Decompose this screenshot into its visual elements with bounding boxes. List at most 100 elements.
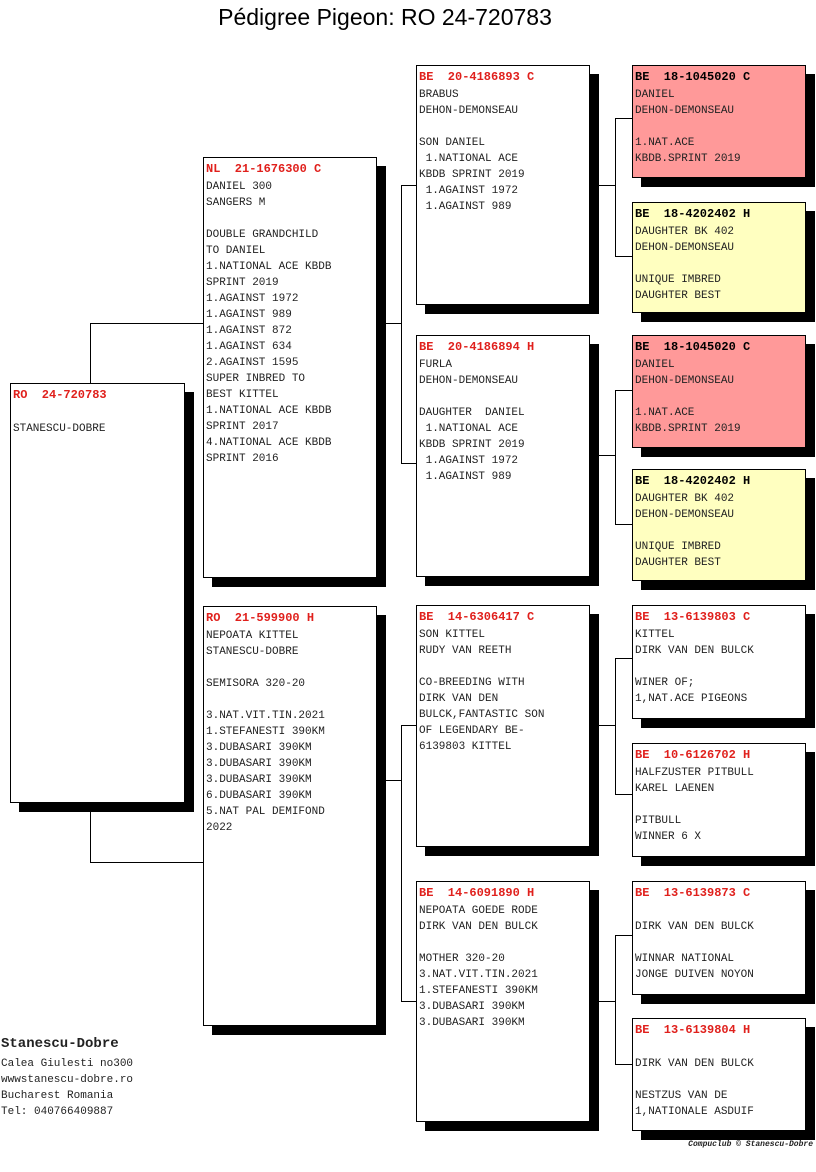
pigeon-info-line: MOTHER 320-20 <box>419 953 505 965</box>
connector-line <box>90 802 91 863</box>
pigeon-info-line: NESTZUS VAN DE <box>635 1090 728 1102</box>
pigeon-info-line <box>419 659 587 675</box>
pigeon-info-line: SPRINT 2019 <box>206 277 279 289</box>
pigeon-info-line: SON KITTEL <box>419 629 486 641</box>
connector-line <box>615 658 632 659</box>
pigeon-info-line: 1.AGAINST 872 <box>206 325 292 337</box>
connector-line <box>589 185 615 186</box>
pigeon-info-line: WINER OF; <box>635 677 695 689</box>
pigeon-info-line: DEHON-DEMONSEAU <box>419 105 519 117</box>
ring-number: BE 18-1045020 C <box>635 70 751 84</box>
pigeon-info-line: 1,NATIONALE ASDUIF <box>635 1106 754 1118</box>
pigeon-info-line: DAUGHTER BEST <box>635 290 721 302</box>
pigeon-info-line: UNIQUE IMBRED <box>635 541 721 553</box>
breeder-city: Bucharest Romania <box>1 1090 114 1102</box>
connector-line <box>401 725 402 1002</box>
pigeon-info-line: RUDY VAN REETH <box>419 645 512 657</box>
pigeon-info-line: WINNAR NATIONAL <box>635 953 735 965</box>
pigeon-info-line: BRABUS <box>419 89 459 101</box>
connector-line <box>401 725 416 726</box>
connector-line <box>90 862 203 863</box>
pigeon-info-line: SUPER INBRED TO <box>206 373 306 385</box>
pigeon-info-line: DANIEL <box>635 359 675 371</box>
pigeon-info-line: 1,NAT.ACE PIGEONS <box>635 693 748 705</box>
pigeon-info-line: 5.NAT PAL DEMIFOND <box>206 806 325 818</box>
pigeon-info-line: NEPOATA GOEDE RODE <box>419 905 538 917</box>
pigeon-info-line <box>206 660 374 676</box>
pigeon-info-line: 1.NAT.ACE <box>635 407 695 419</box>
pigeon-info-line <box>635 1072 803 1088</box>
ring-number: RO 24-720783 <box>13 388 107 402</box>
pigeon-info-line <box>635 119 803 135</box>
pigeon-info-line: DIRK VAN DEN BULCK <box>635 1058 754 1070</box>
ring-number: BE 13-6139873 C <box>635 886 751 900</box>
connector-line <box>401 463 416 464</box>
pigeon-info-line: KBDB SPRINT 2019 <box>419 169 525 181</box>
pigeon-info-line: KBDB.SPRINT 2019 <box>635 153 741 165</box>
connector-line <box>615 658 616 795</box>
pigeon-info-line: HALFZUSTER PITBULL <box>635 767 754 779</box>
pigeon-info-line: TO DANIEL <box>206 245 266 257</box>
connector-line <box>376 780 401 781</box>
pigeon-info-line: 1.STEFANESTI 390KM <box>419 985 538 997</box>
pigeon-info-line: 2.AGAINST 1595 <box>206 357 299 369</box>
connector-line <box>376 323 401 324</box>
pigeon-info-line: PITBULL <box>635 815 682 827</box>
pigeon-info-line <box>635 903 803 919</box>
breeder-address: Calea Giulesti no300 <box>1 1058 134 1070</box>
pigeon-info-line: 1.AGAINST 989 <box>419 201 512 213</box>
pigeon-info-line: 1.AGAINST 1972 <box>206 293 299 305</box>
pigeon-info-line: 1.AGAINST 634 <box>206 341 292 353</box>
connector-line <box>401 1001 416 1002</box>
pigeon-info-line: KBDB SPRINT 2019 <box>419 439 525 451</box>
pigeon-info-line: DAUGHTER DANIEL <box>419 407 525 419</box>
pigeon-info-line: DEHON-DEMONSEAU <box>635 105 735 117</box>
pigeon-info-line <box>206 692 374 708</box>
pigeon-info-line: DANIEL <box>635 89 675 101</box>
ring-number: BE 18-1045020 C <box>635 340 751 354</box>
pigeon-info-line: JONGE DUIVEN NOYON <box>635 969 754 981</box>
pigeon-info-line: 3.DUBASARI 390KM <box>206 774 312 786</box>
pigeon-info-line: 1.NATIONAL ACE <box>419 153 519 165</box>
connector-line <box>589 725 615 726</box>
pigeon-info-line: NEPOATA KITTEL <box>206 630 299 642</box>
pigeon-info-line: BEST KITTEL <box>206 389 279 401</box>
connector-line <box>589 455 615 456</box>
pigeon-info-line: 1.NATIONAL ACE KBDB <box>206 261 332 273</box>
pigeon-info-line: SANGERS M <box>206 197 266 209</box>
ring-number: BE 20-4186894 H <box>419 340 535 354</box>
pigeon-info-line <box>419 389 587 405</box>
pigeon-info-line: DEHON-DEMONSEAU <box>635 242 735 254</box>
pigeon-info-line <box>13 405 182 421</box>
connector-line <box>401 185 416 186</box>
pigeon-info-line: OF LEGENDARY BE- <box>419 725 525 737</box>
pigeon-info-line: CO-BREEDING WITH <box>419 677 525 689</box>
pigeon-info-line: 1.STEFANESTI 390KM <box>206 726 325 738</box>
page-title: Pédigree Pigeon: RO 24-720783 <box>218 4 552 30</box>
pigeon-info-line <box>635 935 803 951</box>
pigeon-info-line <box>206 211 374 227</box>
pigeon-info-line: STANESCU-DOBRE <box>206 646 299 658</box>
pigeon-info-line: 3.NAT.VIT.TIN.2021 <box>419 969 538 981</box>
pigeon-info-line: 3.DUBASARI 390KM <box>419 1017 525 1029</box>
pigeon-info-line: 3.DUBASARI 390KM <box>206 742 312 754</box>
pigeon-info-line <box>419 935 587 951</box>
pigeon-info-line: DIRK VAN DEN <box>419 693 499 705</box>
pigeon-info-line: 1.NATIONAL ACE <box>419 423 519 435</box>
